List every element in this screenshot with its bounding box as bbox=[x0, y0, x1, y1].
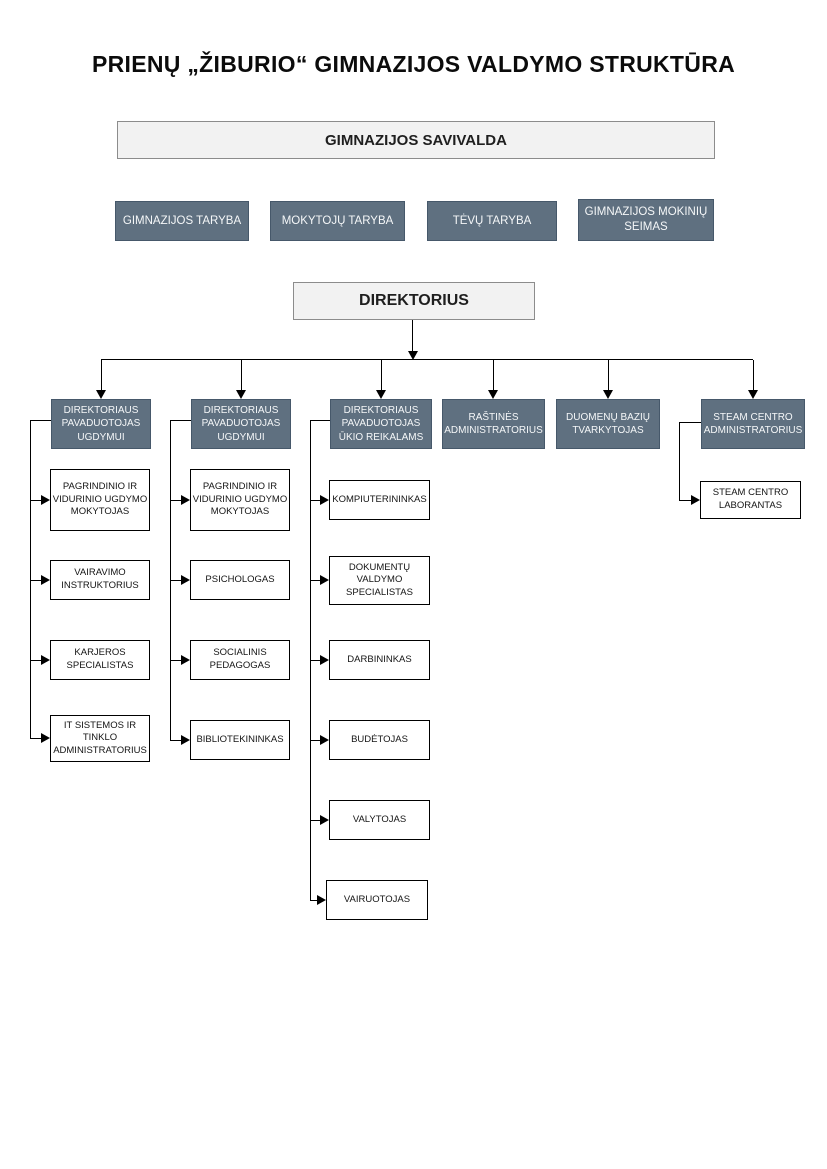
arrow-right-icon bbox=[181, 655, 190, 665]
arrow-down-icon bbox=[96, 390, 106, 399]
arrow-right-icon bbox=[41, 495, 50, 505]
staff-box-mokytojas-1: PAGRINDINIO IR VIDURINIO UGDYMO MOKYTOJA… bbox=[50, 469, 150, 531]
staff-box-karjeros-specialistas: KARJEROS SPECIALISTAS bbox=[50, 640, 150, 680]
manager-box-pavaduotojas-ukio: DIREKTORIAUS PAVADUOTOJAS ŪKIO REIKALAMS bbox=[330, 399, 432, 449]
staff-box-kompiuterininkas: KOMPIUTERININKAS bbox=[329, 480, 430, 520]
staff-box-valytojas: VALYTOJAS bbox=[329, 800, 430, 840]
connector-line bbox=[101, 360, 102, 391]
staff-box-bibliotekininkas: BIBLIOTEKININKAS bbox=[190, 720, 290, 760]
savivalda-box: GIMNAZIJOS SAVIVALDA bbox=[117, 121, 715, 159]
arrow-down-icon bbox=[408, 351, 418, 360]
connector-line bbox=[310, 660, 321, 661]
staff-box-vairuotojas: VAIRUOTOJAS bbox=[326, 880, 428, 920]
arrow-right-icon bbox=[320, 495, 329, 505]
page-title: PRIENŲ „ŽIBURIO“ GIMNAZIJOS VALDYMO STRU… bbox=[91, 51, 736, 77]
connector-line bbox=[310, 580, 321, 581]
manager-box-duomenu-baziu-tvarkytojas: DUOMENŲ BAZIŲ TVARKYTOJAS bbox=[556, 399, 660, 449]
staff-box-it-administratorius: IT SISTEMOS IR TINKLO ADMINISTRATORIUS bbox=[50, 715, 150, 762]
connector-line bbox=[101, 359, 753, 360]
connector-line bbox=[30, 738, 42, 739]
council-box-tevu-taryba: TĖVŲ TARYBA bbox=[427, 201, 557, 241]
staff-box-psichologas: PSICHOLOGAS bbox=[190, 560, 290, 600]
staff-box-vairavimo-instruktorius: VAIRAVIMO INSTRUKTORIUS bbox=[50, 560, 150, 600]
arrow-right-icon bbox=[41, 575, 50, 585]
arrow-right-icon bbox=[691, 495, 700, 505]
staff-box-mokytojas-2: PAGRINDINIO IR VIDURINIO UGDYMO MOKYTOJA… bbox=[190, 469, 290, 531]
connector-line bbox=[30, 660, 42, 661]
connector-line bbox=[310, 740, 321, 741]
arrow-right-icon bbox=[320, 815, 329, 825]
arrow-down-icon bbox=[488, 390, 498, 399]
arrow-down-icon bbox=[376, 390, 386, 399]
connector-line bbox=[30, 420, 31, 738]
connector-line bbox=[608, 360, 609, 391]
council-box-mokiniu-seimas: GIMNAZIJOS MOKINIŲ SEIMAS bbox=[578, 199, 714, 241]
arrow-right-icon bbox=[181, 495, 190, 505]
connector-line bbox=[679, 422, 701, 423]
connector-line bbox=[679, 500, 692, 501]
arrow-down-icon bbox=[748, 390, 758, 399]
connector-line bbox=[170, 500, 182, 501]
arrow-right-icon bbox=[41, 655, 50, 665]
council-box-mokytoju-taryba: MOKYTOJŲ TARYBA bbox=[270, 201, 405, 241]
connector-line bbox=[381, 360, 382, 391]
connector-line bbox=[170, 740, 182, 741]
connector-line bbox=[753, 360, 754, 391]
connector-line bbox=[170, 580, 182, 581]
staff-box-budetojas: BUDĖTOJAS bbox=[329, 720, 430, 760]
connector-line bbox=[310, 820, 321, 821]
manager-box-rastines-administratorius: RAŠTINĖS ADMINISTRATORIUS bbox=[442, 399, 545, 449]
connector-line bbox=[170, 420, 191, 421]
council-box-gimnazijos-taryba: GIMNAZIJOS TARYBA bbox=[115, 201, 249, 241]
connector-line bbox=[679, 422, 680, 500]
arrow-right-icon bbox=[320, 575, 329, 585]
staff-box-darbininkas: DARBININKAS bbox=[329, 640, 430, 680]
connector-line bbox=[310, 900, 318, 901]
arrow-down-icon bbox=[236, 390, 246, 399]
manager-box-pavaduotojas-ugdymui-2: DIREKTORIAUS PAVADUOTOJAS UGDYMUI bbox=[191, 399, 291, 449]
arrow-right-icon bbox=[320, 735, 329, 745]
manager-box-steam-administratorius: STEAM CENTRO ADMINISTRATORIUS bbox=[701, 399, 805, 449]
connector-line bbox=[493, 360, 494, 391]
connector-line bbox=[310, 420, 330, 421]
connector-line bbox=[241, 360, 242, 391]
staff-box-steam-laborantas: STEAM CENTRO LABORANTAS bbox=[700, 481, 801, 519]
connector-line bbox=[412, 320, 413, 353]
arrow-right-icon bbox=[317, 895, 326, 905]
connector-line bbox=[310, 500, 321, 501]
connector-line bbox=[170, 660, 182, 661]
connector-line bbox=[30, 420, 51, 421]
connector-line bbox=[30, 500, 42, 501]
manager-box-pavaduotojas-ugdymui-1: DIREKTORIAUS PAVADUOTOJAS UGDYMUI bbox=[51, 399, 151, 449]
staff-box-socialinis-pedagogas: SOCIALINIS PEDAGOGAS bbox=[190, 640, 290, 680]
direktorius-box: DIREKTORIUS bbox=[293, 282, 535, 320]
arrow-right-icon bbox=[41, 733, 50, 743]
arrow-right-icon bbox=[320, 655, 329, 665]
staff-box-dokumentu-specialistas: DOKUMENTŲ VALDYMO SPECIALISTAS bbox=[329, 556, 430, 605]
arrow-down-icon bbox=[603, 390, 613, 399]
connector-line bbox=[30, 580, 42, 581]
arrow-right-icon bbox=[181, 735, 190, 745]
arrow-right-icon bbox=[181, 575, 190, 585]
